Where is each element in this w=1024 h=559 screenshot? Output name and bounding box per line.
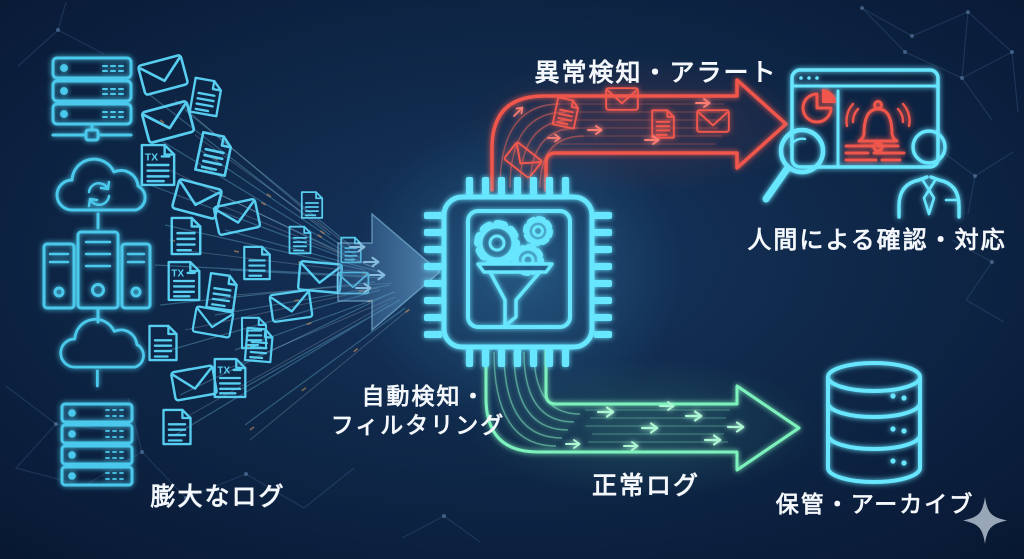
magnifier-icon [762, 127, 826, 203]
label-normal-logs: 正常ログ [592, 472, 700, 500]
alert-panel [790, 68, 940, 169]
label-human-review: 人間による確認・対応 [747, 226, 1006, 254]
alert-halo [465, 54, 815, 194]
pie-chart-icon [801, 89, 836, 124]
label-massive-logs: 膨大なログ [150, 483, 285, 511]
label-auto-detect-line2: フィルタリング [331, 412, 506, 438]
cpu-chip-icon [424, 177, 612, 367]
label-anomaly-alert: 異常検知・アラート [534, 59, 777, 87]
alert-bell-icon [845, 100, 911, 153]
database-icon [826, 361, 922, 484]
alert-flow-arrow [490, 78, 788, 192]
chip-pins [424, 177, 612, 367]
server-rack-icon [60, 402, 134, 487]
analyst-person-icon [897, 129, 961, 219]
server-towers-icon [42, 230, 152, 324]
cloud-sync-icon [55, 157, 147, 230]
label-archive: 保管・アーカイブ [775, 491, 975, 517]
funnel-icon [476, 262, 554, 328]
normal-flow-arrow [484, 348, 801, 472]
label-auto-detect-line1: 自動検知・ [362, 383, 487, 409]
background-mesh [5, 1, 1019, 543]
cloud-icon [59, 317, 145, 388]
gears-icon [474, 216, 553, 276]
sparkle-icon [963, 497, 1007, 544]
alert-text-lines [844, 144, 906, 162]
server-rack-icon [51, 56, 133, 142]
input-arrow [337, 212, 442, 332]
